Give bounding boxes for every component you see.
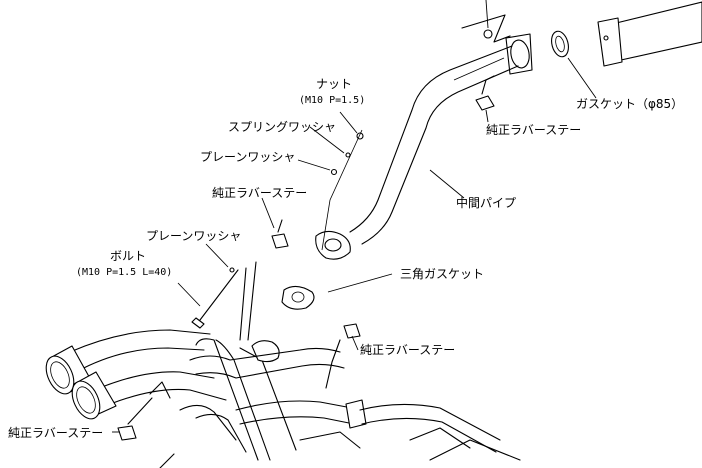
- label-spring-washer: スプリングワッシャ: [228, 120, 336, 134]
- triangle-gasket: [281, 285, 315, 310]
- label-rubber-stay-top: 純正ラバーステー: [486, 123, 581, 137]
- label-nut: ナット: [316, 77, 352, 91]
- mid-pipe: [315, 33, 533, 260]
- label-rubber-stay-right: 純正ラバーステー: [360, 343, 455, 357]
- gasket-85: [551, 30, 569, 58]
- label-mid-pipe: 中間パイプ: [456, 195, 516, 210]
- label-bolt-spec: (M10 P=1.5 L=40): [76, 267, 172, 278]
- pipe-break-mark: [461, 14, 511, 43]
- leader-lines: [112, 0, 597, 433]
- rear-section: [45, 261, 521, 468]
- label-triangle-gasket: 三角ガスケット: [400, 267, 484, 281]
- label-bolt: ボルト: [110, 249, 146, 263]
- label-plain-washer-2: プレーンワッシャ: [146, 229, 241, 243]
- label-gasket-85: ガスケット（φ85）: [576, 97, 683, 111]
- label-rubber-stay-1: 純正ラバーステー: [212, 186, 307, 200]
- front-pipe: [597, 1, 702, 67]
- top-nut: [483, 29, 493, 39]
- label-plain-washer-1: プレーンワッシャ: [200, 150, 295, 164]
- rubber-stay-top-part: [475, 75, 495, 111]
- label-nut-spec: (M10 P=1.5): [299, 95, 365, 106]
- tail-tip-2: [71, 371, 117, 420]
- label-rubber-stay-bottom: 純正ラバーステー: [8, 426, 103, 440]
- hardware-stack: [191, 129, 364, 329]
